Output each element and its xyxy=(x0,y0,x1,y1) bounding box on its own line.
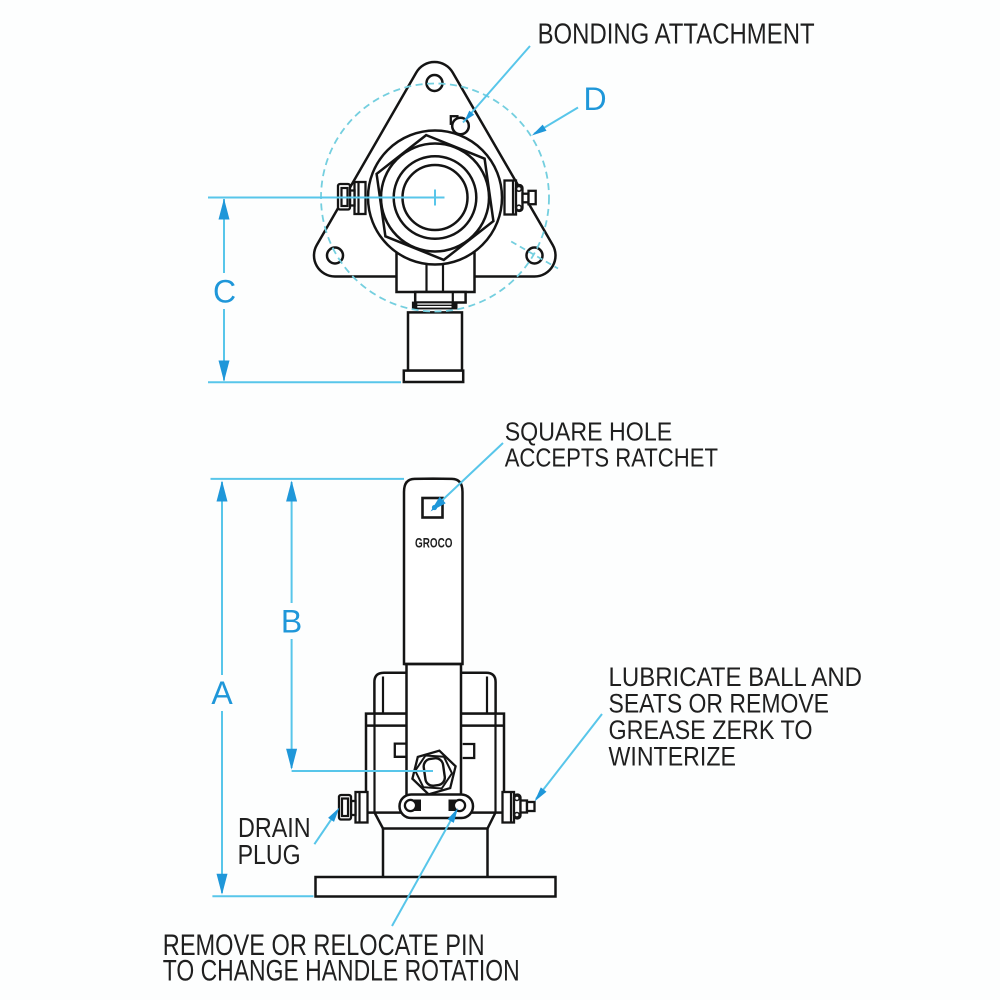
svg-text:TO CHANGE HANDLE ROTATION: TO CHANGE HANDLE ROTATION xyxy=(163,955,520,988)
svg-text:DRAIN: DRAIN xyxy=(238,812,311,843)
svg-text:GROCO: GROCO xyxy=(415,535,453,551)
svg-text:C: C xyxy=(213,273,236,309)
svg-text:REMOVE OR RELOCATE PIN: REMOVE OR RELOCATE PIN xyxy=(163,929,485,962)
svg-text:PLUG: PLUG xyxy=(238,839,301,870)
svg-text:BONDING ATTACHMENT: BONDING ATTACHMENT xyxy=(538,19,815,51)
svg-text:SEATS OR REMOVE: SEATS OR REMOVE xyxy=(609,689,830,719)
svg-text:LUBRICATE BALL AND: LUBRICATE BALL AND xyxy=(609,662,863,692)
svg-text:SQUARE HOLE: SQUARE HOLE xyxy=(505,418,673,446)
svg-text:ACCEPTS RATCHET: ACCEPTS RATCHET xyxy=(505,444,718,472)
svg-text:D: D xyxy=(583,81,606,117)
svg-text:WINTERIZE: WINTERIZE xyxy=(609,742,737,772)
svg-text:GREASE ZERK TO: GREASE ZERK TO xyxy=(609,715,813,745)
svg-text:A: A xyxy=(211,675,233,711)
svg-text:B: B xyxy=(281,604,302,640)
